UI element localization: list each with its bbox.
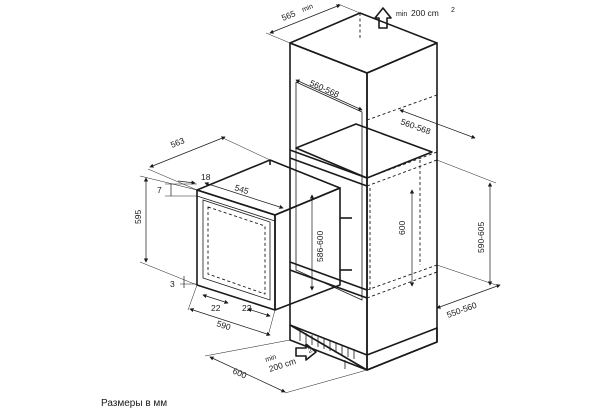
label-side-22-left: 22 [211,303,221,313]
caption-units: Размеры в мм [101,398,168,409]
dimension-lines [139,3,501,394]
label-front-height: 586-600 [315,231,325,262]
label-cabinet-width: 600 [231,366,248,381]
cabinet [289,12,438,371]
label-offset-18: 18 [201,172,211,182]
label-niche-height: 600 [397,221,407,235]
label-min-vent-bottom: min [264,354,277,364]
vent-slots [299,331,355,359]
vent-arrow-bottom [295,343,317,361]
label-vent-bottom-sup: 2 [307,347,313,355]
label-side-22-right: 22 [242,303,252,313]
label-offset-7: 7 [157,185,162,195]
label-vent-top-sup: 2 [451,7,455,14]
label-niche-width: 560-568 [308,78,341,100]
label-min-top-depth: min [301,3,314,14]
label-oven-top-width: 545 [233,182,250,196]
label-niche-depth: 560-568 [399,116,432,136]
label-offset-3: 3 [170,279,175,289]
oven [196,159,352,311]
vent-arrow-top [374,7,392,29]
label-oven-width: 590 [215,318,232,332]
label-vent-top: 200 cm [411,8,439,18]
label-oven-height: 595 [133,210,143,224]
label-cabinet-side-depth: 550-560 [445,300,478,320]
label-min-vent-top: min [396,11,407,18]
label-cabinet-height: 590-605 [476,222,486,253]
label-cabinet-depth-top: 565 [280,8,297,23]
label-oven-depth: 563 [169,135,186,150]
